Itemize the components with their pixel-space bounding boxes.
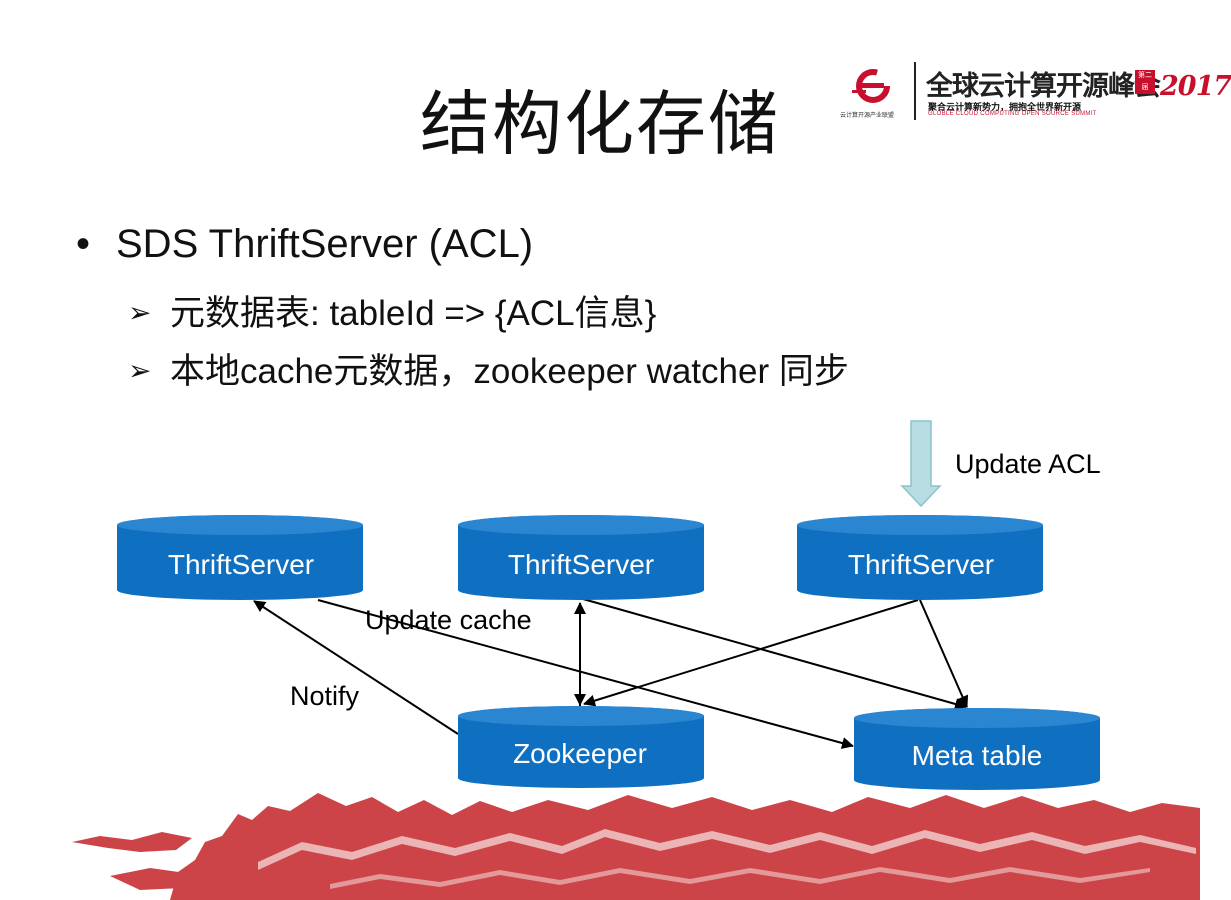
arrow-ts3-to-meta: [919, 599, 969, 708]
main-bullet: • SDS ThriftServer (ACL): [76, 222, 533, 267]
sub-bullet-text: 元数据表: tableId => {ACL信息}: [170, 294, 657, 333]
logo-divider: [914, 62, 916, 120]
sub-bullet-text: 本地cache元数据，zookeeper watcher 同步: [170, 352, 849, 391]
cylinder-top: [117, 515, 363, 535]
cylinder-top: [854, 708, 1100, 728]
cylinder-shape: [117, 515, 363, 600]
architecture-diagram: Update ACL Update cache Notify ThriftSer…: [72, 420, 1200, 900]
arrow-ts3-to-zk: [583, 599, 919, 707]
arrow-bullet-icon: ➢: [128, 355, 152, 386]
summit-year: 2017: [1160, 71, 1231, 102]
mountain-highlight: [330, 867, 1150, 889]
summit-slogan: 聚合云计算新势力，拥抱全世界新开源: [928, 102, 1082, 112]
update-acl-arrow-icon: [900, 420, 942, 508]
arrow-ts1-to-meta: [317, 599, 854, 749]
main-bullet-text: SDS ThriftServer (ACL): [116, 222, 534, 266]
bullet-marker: •: [76, 222, 91, 266]
label-update-cache: Update cache: [365, 605, 532, 635]
summit-title: 全球云计算开源峰会2017: [926, 64, 1231, 103]
alliance-caption: 云计算开源产业联盟: [840, 113, 895, 119]
label-update-acl: Update ACL: [955, 449, 1101, 479]
cylinder-shape: [854, 708, 1100, 790]
alliance-logo-icon: [852, 69, 890, 103]
cylinder-shape: [797, 515, 1043, 600]
arrow-bullet-icon: ➢: [128, 297, 152, 328]
mountain-shape: [170, 793, 1200, 900]
node-zookeeper: Zookeeper: [458, 706, 704, 788]
summit-english-name: GLOBLE CLOUD COMPUTING OPEN SOURCE SUMMI…: [928, 111, 1097, 117]
sub-bullet: ➢ 元数据表: tableId => {ACL信息}: [128, 285, 656, 336]
node-label: Zookeeper: [513, 738, 647, 769]
node-label: ThriftServer: [168, 549, 314, 580]
summit-name: 全球云计算开源峰会: [926, 71, 1161, 102]
node-label: ThriftServer: [508, 549, 654, 580]
cylinder-shape: [458, 706, 704, 788]
node-ts1: ThriftServer: [117, 515, 363, 600]
cylinder-shape: [458, 515, 704, 600]
node-label: Meta table: [912, 740, 1043, 771]
label-notify: Notify: [290, 681, 360, 711]
cylinder-top: [458, 515, 704, 535]
node-ts2: ThriftServer: [458, 515, 704, 600]
node-ts3: ThriftServer: [797, 515, 1043, 600]
slide: 结构化存储 云计算开源产业联盟 全球云计算开源峰会2017 第二届 聚合云计算新…: [72, 60, 1231, 900]
mountain-decoration: [72, 793, 1200, 900]
arrow-zk-notify-ts1: [253, 600, 459, 735]
mountain-shape: [72, 832, 192, 852]
connection-lines: [253, 598, 969, 749]
node-meta-table: Meta table: [854, 708, 1100, 790]
arrow-ts2-to-meta: [582, 598, 967, 710]
cylinder-top: [797, 515, 1043, 535]
sub-bullet: ➢ 本地cache元数据，zookeeper watcher 同步: [128, 343, 849, 394]
mountain-highlight: [258, 829, 1196, 870]
mountain-shape: [110, 868, 186, 890]
cylinder-top: [458, 706, 704, 726]
summit-logo: 云计算开源产业联盟 全球云计算开源峰会2017 第二届 聚合云计算新势力，拥抱全…: [840, 60, 1231, 130]
node-label: ThriftServer: [848, 549, 994, 580]
page-title: 结构化存储: [420, 83, 780, 165]
summit-badge: 第二届: [1135, 70, 1155, 94]
